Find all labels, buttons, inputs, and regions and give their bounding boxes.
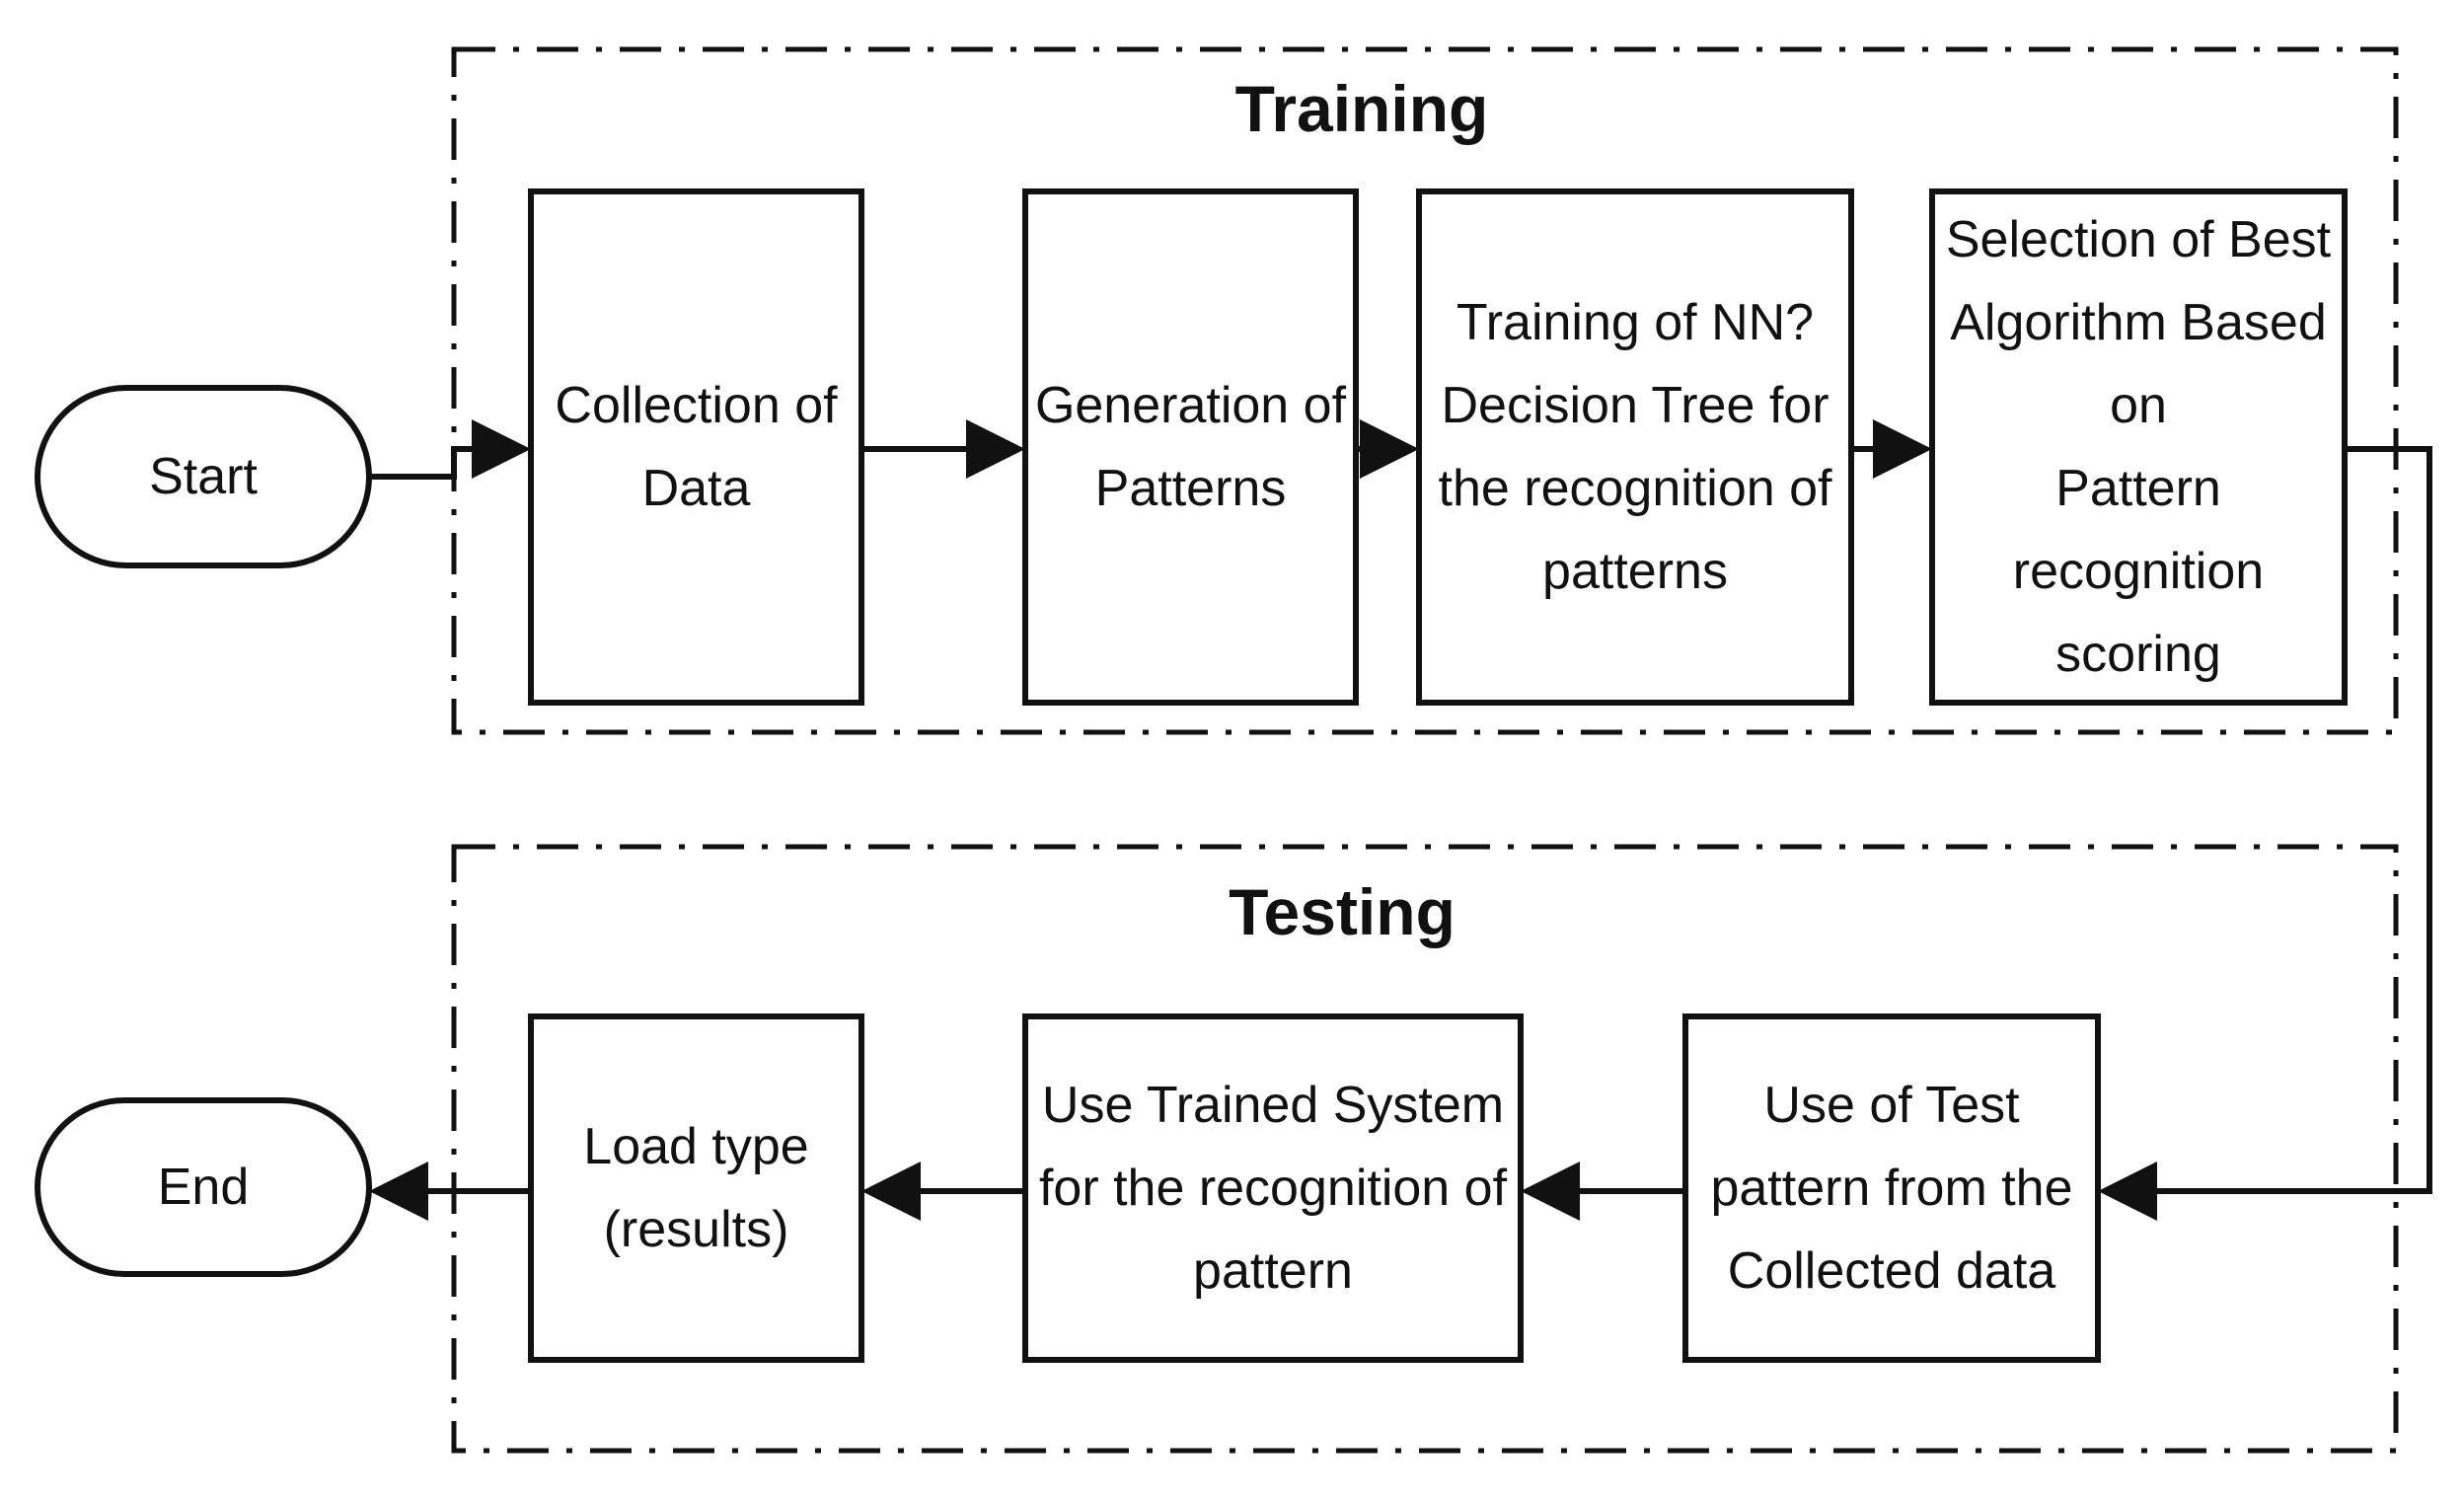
training-section-frame [451, 46, 2399, 735]
training-of-nn-line: patterns [1542, 543, 1728, 600]
start-to-collection-arrow [369, 419, 531, 480]
generation-of-patterns-line: Generation of [1034, 377, 1347, 434]
selection-of-best-algorithm-line: recognition [2012, 543, 2265, 600]
generation-of-patterns-box [1022, 188, 1359, 706]
training-of-nn-label: Training of NN? Decision Tree for the re… [1419, 191, 1851, 703]
start-label: Start [149, 448, 258, 505]
load-type-line: (results) [603, 1201, 789, 1258]
use-of-test-pattern-line: pattern from the [1710, 1160, 2073, 1217]
training-of-nn-line: Training of NN? [1456, 294, 1815, 351]
collection-of-data-line: Data [641, 460, 751, 517]
use-of-test-pattern-line: Use of Test [1763, 1077, 2020, 1134]
use-trained-system-line: pattern [1193, 1242, 1353, 1300]
load-type-line: Load type [583, 1118, 809, 1175]
use-trained-system-line: for the recognition of [1038, 1160, 1508, 1217]
end-label: End [157, 1159, 250, 1216]
selection-of-best-algorithm-line: Selection of Best [1945, 211, 2332, 268]
testing-section-frame [451, 844, 2399, 1454]
selection-of-best-algorithm-line: Algorithm Based [1950, 294, 2327, 351]
collection-of-data-label: Collection of Data [531, 191, 861, 703]
load-type-label: Load type (results) [531, 1016, 861, 1360]
selection-of-best-algorithm-box [1929, 188, 2348, 706]
use-trained-system-label: Use Trained System for the recognition o… [1025, 1016, 1521, 1360]
training-of-nn-line: the recognition of [1438, 460, 1832, 517]
testing-section-title: Testing [1229, 875, 1456, 948]
selection-to-test-pattern-arrow [2098, 446, 2432, 1221]
training-of-nn-line: Decision Tree for [1441, 377, 1829, 434]
use-of-test-pattern-label: Use of Test pattern from the Collected d… [1685, 1016, 2098, 1360]
use-of-test-pattern-line: Collected data [1727, 1242, 2056, 1300]
selection-of-best-algorithm-label: Selection of Best Algorithm Based on Pat… [1932, 191, 2345, 703]
collection-of-data-line: Collection of [555, 377, 838, 434]
selection-of-best-algorithm-line: Pattern [2055, 460, 2221, 517]
training-of-nn-box [1416, 188, 1854, 706]
collection-of-data-box [528, 188, 864, 706]
use-trained-system-line: Use Trained System [1041, 1077, 1505, 1134]
selection-of-best-algorithm-line: scoring [2055, 626, 2221, 683]
selection-of-best-algorithm-line: on [2110, 377, 2167, 434]
training-section-title: Training [1234, 72, 1489, 145]
generation-of-patterns-label: Generation of Patterns [1025, 191, 1356, 703]
generation-of-patterns-line: Patterns [1094, 460, 1287, 517]
